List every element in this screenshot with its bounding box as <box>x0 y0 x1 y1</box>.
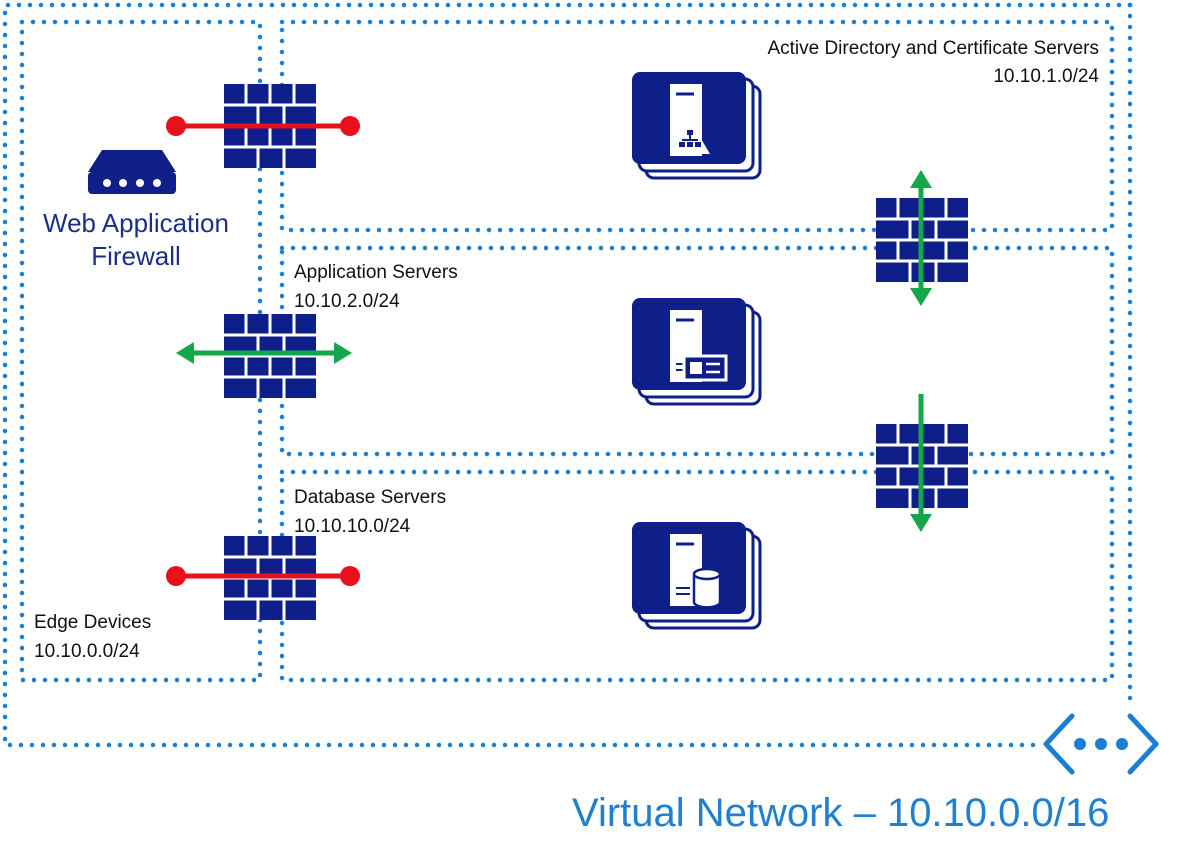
edge-subnet-name: Edge Devices <box>34 612 152 633</box>
ad-subnet-border <box>279 19 1115 233</box>
virtual-network-label: Virtual Network – 10.10.0.0/16 <box>572 791 1110 835</box>
ad-subnet-name: Active Directory and Certificate Servers <box>767 38 1099 59</box>
database-server-icon <box>630 520 762 630</box>
directory-server-icon <box>630 70 762 180</box>
router-appliance-icon <box>88 150 176 194</box>
waf-label-line2: Firewall <box>91 241 181 271</box>
app-subnet-cidr: 10.10.2.0/24 <box>294 291 400 312</box>
app-subnet-name: Application Servers <box>294 262 458 283</box>
db-subnet-cidr: 10.10.10.0/24 <box>294 516 411 537</box>
waf-label: Web Application Firewall <box>26 207 246 273</box>
allowed-arrow <box>176 342 352 364</box>
blocked-connector <box>166 116 360 136</box>
blocked-connector <box>166 566 360 586</box>
db-subnet-name: Database Servers <box>294 487 447 508</box>
firewall-icon <box>222 312 318 400</box>
allowed-arrow <box>910 170 932 306</box>
db-subnet-border <box>279 469 1115 683</box>
virtual-network-border <box>2 2 1133 748</box>
edge-subnet-cidr: 10.10.0.0/24 <box>34 641 140 662</box>
waf-label-line1: Web Application <box>43 208 229 238</box>
allowed-arrow <box>910 394 932 532</box>
application-server-icon <box>630 296 762 406</box>
edge-subnet-border <box>19 19 263 683</box>
virtual-network-icon <box>1043 713 1159 775</box>
ad-subnet-cidr: 10.10.1.0/24 <box>993 66 1099 87</box>
